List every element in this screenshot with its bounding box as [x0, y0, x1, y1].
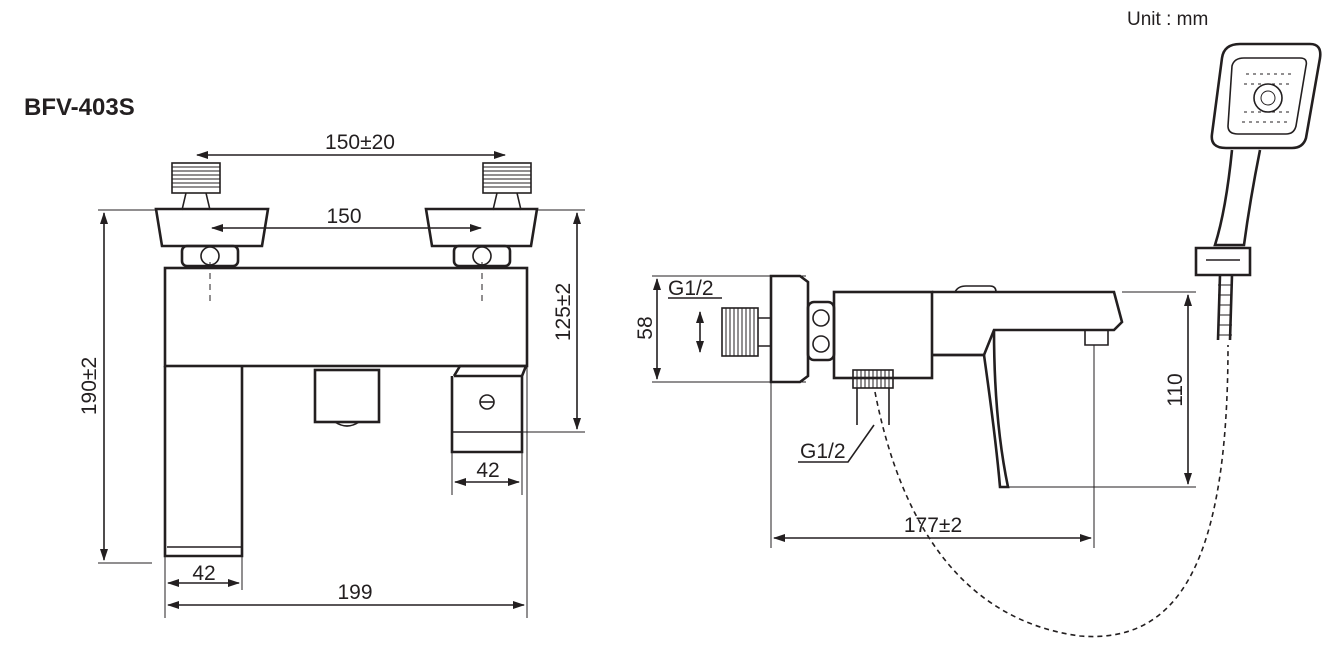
dim-outlet-width-label: 42: [476, 459, 499, 482]
side-eccentric-nut: [806, 300, 836, 362]
dim-total-width-label: 199: [337, 581, 372, 604]
shower-outlet: [450, 364, 528, 454]
left-inlet-thread: [171, 162, 221, 211]
dim-total-height-label: 190±2: [78, 357, 101, 415]
hand-shower-head: [1210, 42, 1322, 150]
mixer-body: [163, 266, 529, 368]
dim-inlet-spacing-label: 150±20: [325, 131, 395, 154]
side-inlet-thread: [721, 307, 771, 357]
side-mixer-body: [832, 290, 934, 380]
dim-inlet-center-label: 150: [326, 205, 361, 228]
dim-height-to-outlet-label: 125±2: [552, 283, 575, 341]
dim-projection-label: 177±2: [904, 514, 962, 537]
side-outlet-thread: [852, 369, 894, 425]
side-spout: [932, 329, 1010, 489]
model-title: BFV-403S: [24, 94, 135, 121]
side-wall-flange: [769, 274, 810, 384]
right-inlet-thread: [482, 162, 532, 211]
unit-label: Unit : mm: [1127, 9, 1208, 30]
shower-holder: [1194, 246, 1252, 277]
front-view: 150±20 150 190±2 125±2 42 42 199: [78, 131, 585, 618]
diverter-knob: [313, 368, 381, 427]
spout: [163, 366, 244, 558]
side-view: G1/2 58 G1/2 177±2 110: [634, 42, 1322, 638]
side-inlet-thread-label: G1/2: [668, 277, 714, 300]
dim-spout-height-label: 110: [1164, 373, 1187, 406]
shower-hose: [874, 344, 1229, 638]
dim-flange-label: 58: [634, 316, 657, 339]
left-flange: [154, 207, 270, 248]
side-outlet-thread-label: G1/2: [800, 440, 846, 463]
hand-shower-handle: [1213, 149, 1262, 247]
right-flange: [424, 207, 539, 248]
dim-spout-width-label: 42: [192, 562, 215, 585]
